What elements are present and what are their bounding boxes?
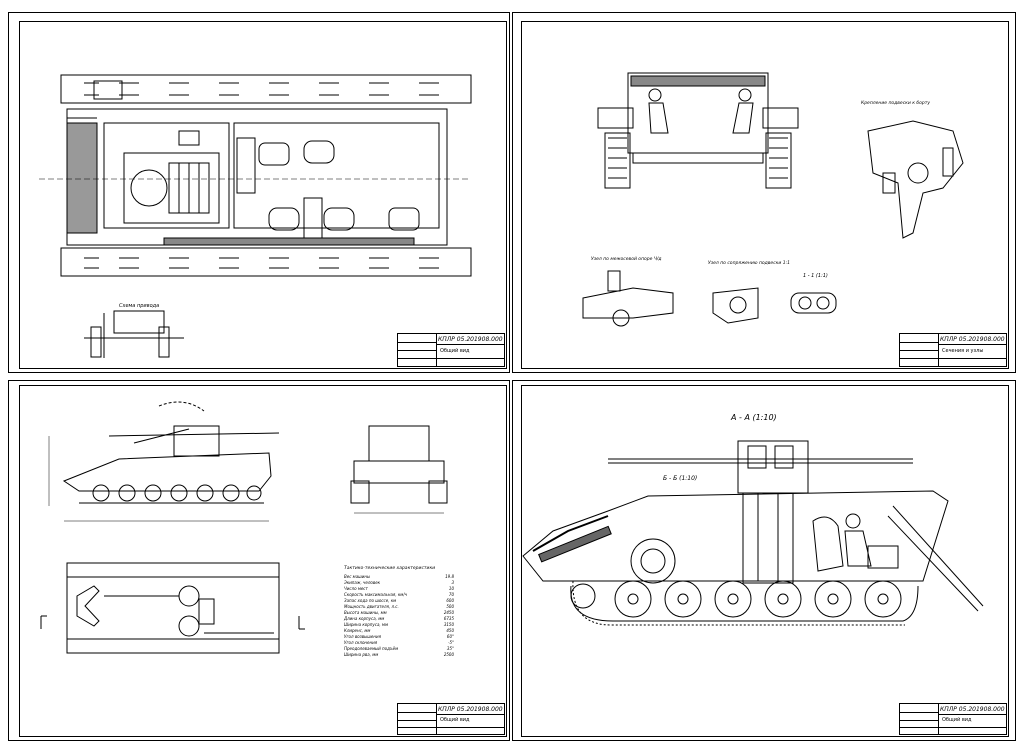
spec-label: Скорость максимальная, км/ч <box>344 592 408 597</box>
title-block-code: КПЛР 05.201908.000 <box>438 706 503 713</box>
caption-scheme: Схема привода <box>119 303 160 309</box>
longitudinal-section-drawing <box>522 440 984 626</box>
title-block-code: КПЛР 05.201908.000 <box>940 336 1005 343</box>
spec-value: 35° <box>446 646 454 651</box>
spec-label: Высота машины, мм <box>344 610 387 615</box>
spec-value: 2450 <box>443 610 454 615</box>
spec-value: 3 <box>451 580 454 585</box>
spec-table: Тактико-технические характеристики Вес м… <box>344 566 454 658</box>
spec-label: Запас хода по шоссе, км <box>344 598 397 603</box>
spec-row: Экипаж, человек 3 <box>344 580 454 586</box>
spec-row: Скорость максимальная, км/ч 70 <box>344 592 454 598</box>
caption-node-a: Узел по межосевой опоре Ч/д <box>591 257 662 262</box>
title-block-name: Сечения и узлы <box>942 348 984 354</box>
sheet-frame <box>19 385 507 737</box>
title-block-name: Общий вид <box>440 348 470 354</box>
spec-label: Преодолеваемый подъём <box>344 646 399 651</box>
sheet-frame <box>521 21 1009 369</box>
drawing-sheet-plan-view: Схема привода КПЛР 05.201908.000 Общий в… <box>8 12 510 373</box>
spec-label: Мощность двигателя, л.с. <box>344 604 399 609</box>
spec-table-title: Тактико-технические характеристики <box>344 566 436 571</box>
spec-label: Вес машины <box>344 574 371 579</box>
caption-node-b: Узел по сопряжению подвески 1:1 <box>708 261 790 266</box>
caption-right-node: Крепление подвески к борту <box>861 101 931 106</box>
spec-row: Клиренс, мм 450 <box>344 628 454 634</box>
spec-value: 600 <box>446 598 454 603</box>
spec-row: Преодолеваемый подъём 35° <box>344 646 454 652</box>
drawing-sheet-general-view: Тактико-технические характеристики Вес м… <box>8 380 510 741</box>
drawing-sheet-longitudinal-section: A - A (1:10) Б - Б (1:10) КПЛР 05.201908… <box>512 380 1016 741</box>
spec-row: Длина корпуса, мм 6735 <box>344 616 454 622</box>
spec-value: 2500 <box>443 652 454 657</box>
title-block-code: КПЛР 05.201908.000 <box>940 706 1005 713</box>
title-block: КПЛР 05.201908.000 Общий вид <box>397 333 505 367</box>
spec-label: Клиренс, мм <box>344 628 371 633</box>
spec-label: Число мест <box>344 586 368 591</box>
sections-drawing <box>582 72 964 327</box>
spec-value: 450 <box>446 628 454 633</box>
title-block-name: Общий вид <box>440 717 470 723</box>
spec-label: Ширина рва, мм <box>344 652 379 657</box>
sheet-frame <box>521 385 1009 737</box>
spec-label: Длина корпуса, мм <box>344 616 385 621</box>
caption-section: 1 - 1 (1:1) <box>803 273 828 279</box>
spec-value: 10 <box>448 586 454 591</box>
spec-row: Угол склонения -5° <box>344 640 454 646</box>
caption-section-aa: A - A (1:10) <box>731 413 777 422</box>
spec-label: Экипаж, человек <box>344 580 381 585</box>
spec-value: -5° <box>448 640 454 645</box>
spec-value: 500 <box>446 604 454 609</box>
title-block: КПЛР 05.201908.000 Сечения и узлы <box>899 333 1007 367</box>
general-view-drawing <box>40 401 448 654</box>
spec-row: Высота машины, мм 2450 <box>344 610 454 616</box>
caption-section-bb: Б - Б (1:10) <box>663 475 698 482</box>
spec-row: Ширина корпуса, мм 3150 <box>344 622 454 628</box>
spec-value: 6735 <box>443 616 454 621</box>
spec-row: Запас хода по шоссе, км 600 <box>344 598 454 604</box>
spec-value: 3150 <box>443 622 454 627</box>
spec-value: 60° <box>446 634 454 639</box>
sheet-frame <box>19 21 507 369</box>
title-block: КПЛР 05.201908.000 Общий вид <box>397 703 505 735</box>
spec-row: Число мест 10 <box>344 586 454 592</box>
spec-row: Вес машины 19.8 <box>344 574 454 580</box>
spec-row: Ширина рва, мм 2500 <box>344 652 454 658</box>
spec-label: Угол возвышения <box>344 634 382 639</box>
title-block-code: КПЛР 05.201908.000 <box>438 336 503 343</box>
spec-label: Ширина корпуса, мм <box>344 622 388 627</box>
spec-value: 19.8 <box>445 574 454 579</box>
title-block-name: Общий вид <box>942 717 972 723</box>
spec-row: Мощность двигателя, л.с. 500 <box>344 604 454 610</box>
spec-value: 70 <box>448 592 454 597</box>
plan-view-drawing <box>39 74 472 358</box>
spec-label: Угол склонения <box>344 640 378 645</box>
spec-row: Угол возвышения 60° <box>344 634 454 640</box>
drawing-sheet-sections: Крепление подвески к борту Узел по межос… <box>512 12 1016 373</box>
title-block: КПЛР 05.201908.000 Общий вид <box>899 703 1007 735</box>
